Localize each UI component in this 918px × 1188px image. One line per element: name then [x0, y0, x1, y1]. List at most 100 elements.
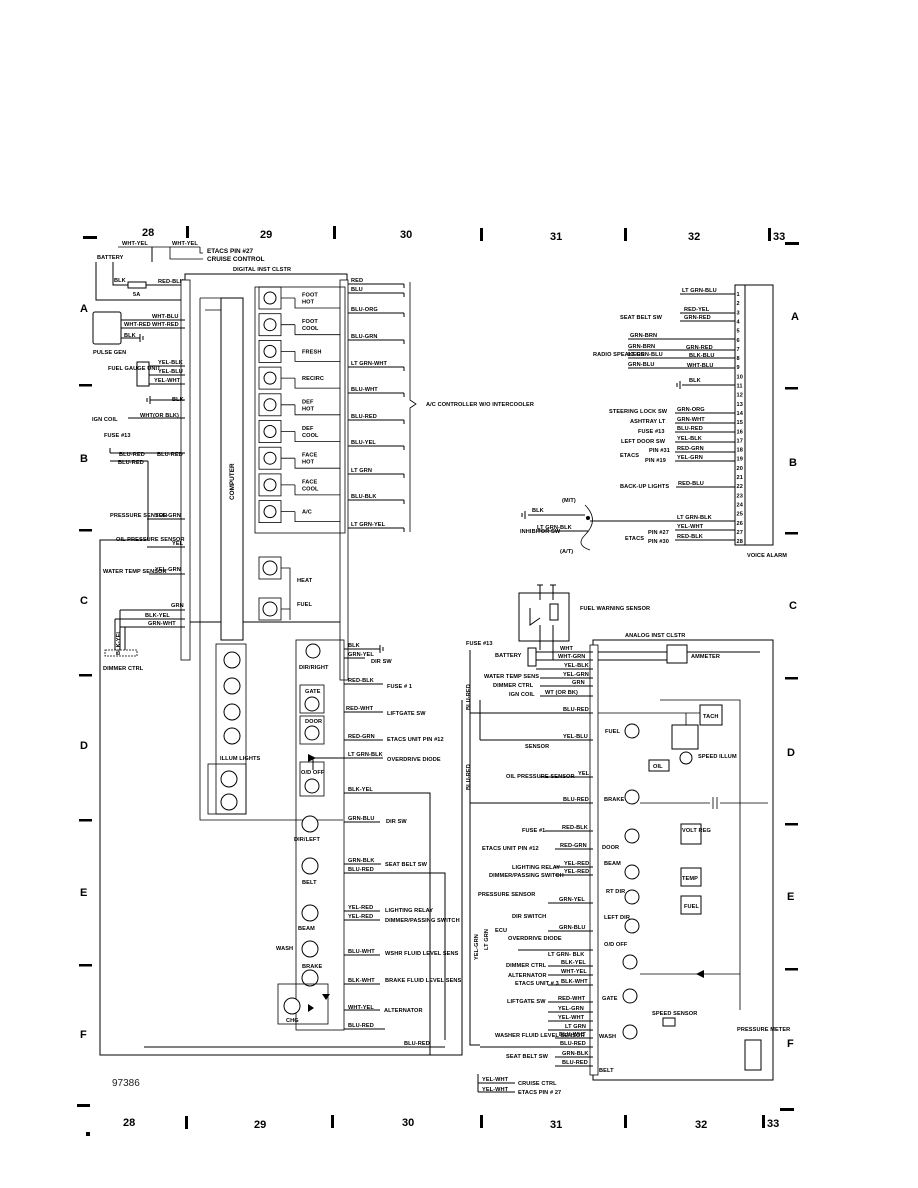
- label-speed-sensor: SPEED SENSOR: [652, 1011, 697, 1017]
- label-va-grn-brn-2: GRN-BRN: [628, 344, 655, 350]
- volt-reg: [680, 823, 702, 845]
- voice-alarm-pin-number: 13: [737, 402, 743, 408]
- voice-alarm-pin-number: 24: [737, 502, 744, 508]
- label-an-yel-grn-v: YEL-GRN: [474, 934, 480, 960]
- label-va-grn-red-2: GRN-RED: [686, 345, 713, 351]
- ac-button-label: FACE: [302, 479, 317, 485]
- row-c-left: C: [80, 595, 88, 607]
- ac-button-label: FOOT: [302, 293, 318, 299]
- label-red-blk: RED-BLK: [158, 279, 184, 285]
- voice-alarm-pin-number: 17: [737, 438, 743, 444]
- temp-gauge: [680, 867, 702, 887]
- grid-top: 28 29 30 31 32 33: [83, 226, 799, 245]
- ac-button-label: COOL: [302, 486, 319, 492]
- ac-button-label: DEF: [302, 399, 314, 405]
- label-mid-red-blk: RED-BLK: [348, 678, 374, 684]
- ac-button-label: RECIRC: [302, 376, 324, 382]
- od-off-lamp: [304, 778, 320, 794]
- label-an-red-wht: RED-WHT: [558, 996, 586, 1002]
- label-speed-illum: SPEED ILLUM: [698, 754, 737, 760]
- grid-col-33-top: 33: [773, 231, 785, 243]
- label-ac-blu-yel: BLU-YEL: [351, 440, 376, 446]
- grid-bottom: 28 29 30 31 32 33: [77, 1104, 794, 1136]
- label-va-yel-grn: YEL-GRN: [677, 455, 703, 461]
- fuel-gauge-box: [680, 895, 702, 915]
- label-grn-wht: GRN-WHT: [148, 621, 176, 627]
- fuel-gauge-unit: [136, 361, 150, 387]
- label-mid-lt-grn-blk: LT GRN-BLK: [348, 752, 383, 758]
- label-an-fuel: FUEL: [605, 729, 620, 735]
- label-dir-sw-2: DIR SW: [386, 819, 407, 825]
- label-an-overdrive: OVERDRIVE DIODE: [508, 936, 562, 942]
- pressure-meter: [744, 1039, 762, 1071]
- label-blu-red-a: BLU-RED: [119, 452, 145, 458]
- label-an-liftgate: LIFTGATE SW: [507, 999, 546, 1005]
- label-mid-grn-yel: GRN-YEL: [348, 652, 374, 658]
- voice-alarm-pin-number: 15: [737, 420, 743, 426]
- label-an-blu-red-3: BLU-RED: [560, 1041, 586, 1047]
- voice-alarm-pin-number: 19: [737, 457, 743, 463]
- voice-alarm-pin-number: 7: [737, 347, 740, 353]
- dir-left-lamp: [301, 815, 319, 833]
- label-va-pin27: PIN #27: [648, 530, 669, 536]
- label-blk-yel-v: BLK-YEL: [116, 630, 122, 655]
- an-rt-dir-lamp: [624, 889, 640, 905]
- label-at: (A/T): [560, 549, 573, 555]
- label-water-temp: WATER TEMP SENSOR: [103, 569, 167, 575]
- ac-button-column: [254, 286, 346, 534]
- label-mid-red-grn: RED-GRN: [348, 734, 375, 740]
- label-va-pin19: PIN #19: [645, 458, 666, 464]
- row-markers: A B C D E F A B C D E F: [79, 303, 799, 1050]
- wash-lamp: [301, 940, 319, 958]
- row-a-left: A: [80, 303, 88, 315]
- label-dir-right: DIR/RIGHT: [299, 665, 329, 671]
- label-ac-blu-blk: BLU-BLK: [351, 494, 377, 500]
- label-cluster-title: DIGITAL INST CLSTR: [233, 267, 291, 273]
- label-heat: HEAT: [297, 578, 313, 584]
- label-an-blu-red: BLU-RED: [563, 707, 589, 713]
- row-a-right: A: [791, 311, 799, 323]
- label-pressure-sensor: PRESSURE SENSOR: [110, 513, 167, 519]
- label-an-beam: BEAM: [604, 861, 621, 867]
- voice-alarm-pin-number: 6: [737, 338, 740, 344]
- row-e-right: E: [787, 891, 794, 903]
- label-an-od-off: O/D OFF: [604, 942, 628, 948]
- label-va-grn-wht: GRN-WHT: [677, 417, 705, 423]
- label-an-pressure-sensor: PRESSURE SENSOR: [478, 892, 535, 898]
- belt-lamp: [301, 857, 319, 875]
- an-brake-lamp: [624, 789, 640, 805]
- label-ign-coil: IGN COIL: [92, 417, 118, 423]
- ac-buttons: FOOTHOTFOOTCOOLFRESHRECIRCDEFHOTDEFCOOLF…: [258, 286, 340, 524]
- voice-alarm-pin-number: 20: [737, 466, 743, 472]
- ac-button-label: COOL: [302, 326, 319, 332]
- voice-alarm-pin-number: 27: [737, 530, 743, 536]
- label-an-etacs12: ETACS UNIT PIN #12: [482, 846, 539, 852]
- label-an-blu-red-v2: BLU-RED: [466, 764, 472, 790]
- label-va-wht-blu: WHT-BLU: [687, 363, 714, 369]
- label-yel-grn-water: YEL-GRN: [155, 567, 181, 573]
- row-b-left: B: [80, 453, 88, 465]
- ac-button-lamp: [263, 371, 277, 385]
- voice-alarm: 1234567891011121314151617181920212223242…: [520, 284, 787, 559]
- ac-button-wire: [281, 404, 340, 416]
- label-voice: VOICE ALARM: [747, 553, 787, 559]
- label-yel-blu: YEL-BLU: [158, 369, 183, 375]
- grid-col-31-bottom: 31: [550, 1119, 562, 1131]
- label-va-yel-blk: YEL-BLK: [677, 436, 702, 442]
- label-pulse-gen: PULSE GEN: [93, 350, 126, 356]
- label-va-blu-red: BLU-RED: [677, 426, 703, 432]
- label-wht-yel: WHT-YEL: [122, 241, 148, 247]
- label-an-fuel-2: FUEL: [684, 904, 699, 910]
- label-ac-controller: A/C CONTROLLER W/O INTERCOOLER: [426, 402, 534, 408]
- label-an-temp: TEMP: [682, 876, 698, 882]
- speed-illum-lamp: [679, 751, 693, 765]
- ac-button-label: HOT: [302, 300, 315, 306]
- label-an-fuse13: FUSE #13: [466, 641, 493, 647]
- label-overdrive-diode: OVERDRIVE DIODE: [387, 757, 441, 763]
- ac-button-label: FACE: [302, 453, 317, 459]
- label-wht-red-b: WHT-RED: [152, 322, 179, 328]
- label-an-wht: WHT: [560, 646, 574, 652]
- label-an-oil: OIL: [653, 764, 663, 770]
- label-an-sensor: SENSOR: [525, 744, 549, 750]
- label-an-wht-yel: WHT-YEL: [561, 969, 587, 975]
